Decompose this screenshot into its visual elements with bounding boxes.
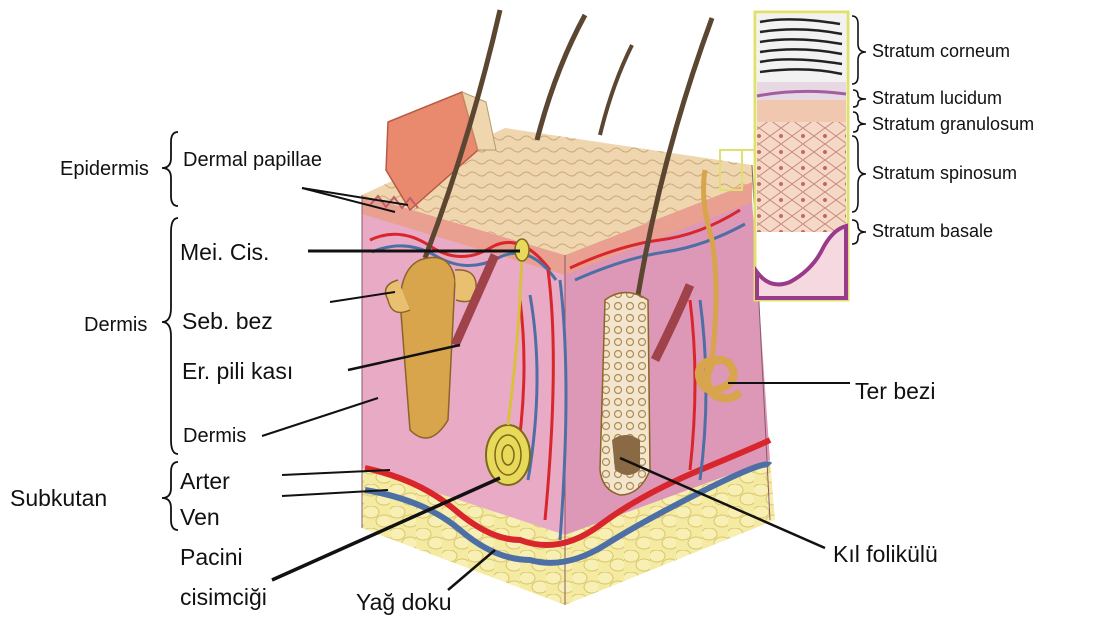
brace-dermis — [162, 218, 178, 454]
brace-spinosum — [852, 136, 866, 212]
label-ter-bezi: Ter bezi — [855, 380, 936, 403]
brace-granulosum — [853, 112, 866, 132]
label-dermal-papillae: Dermal papillae — [183, 150, 322, 170]
hair-shaft-3 — [600, 45, 632, 135]
brace-corneum — [852, 16, 866, 84]
label-stratum-granulosum: Stratum granulosum — [872, 115, 1034, 133]
label-ven: Ven — [180, 506, 220, 529]
brace-basale — [852, 220, 866, 244]
inset-braces — [852, 16, 866, 244]
label-stratum-basale: Stratum basale — [872, 222, 993, 240]
label-dermis-layer: Dermis — [183, 426, 246, 446]
label-arter: Arter — [180, 470, 230, 493]
label-stratum-corneum: Stratum corneum — [872, 42, 1010, 60]
label-mei-cis: Mei. Cis. — [180, 241, 269, 264]
label-er-pili: Er. pili kası — [182, 360, 293, 383]
leader-dermis — [262, 398, 378, 436]
group-braces — [162, 132, 178, 530]
inset-spinosum — [757, 122, 846, 232]
label-subkutan: Subkutan — [10, 487, 107, 510]
brace-epidermis — [162, 132, 178, 206]
right-hair-bulb — [612, 435, 640, 475]
inset-granulosum — [757, 100, 846, 122]
label-pacini-1: Pacini — [180, 546, 243, 569]
hair-shaft-2 — [537, 15, 585, 140]
label-seb-bez: Seb. bez — [182, 310, 273, 333]
label-pacini-2: cisimciği — [180, 586, 267, 609]
label-stratum-spinosum: Stratum spinosum — [872, 164, 1017, 182]
label-dermis-group: Dermis — [84, 315, 147, 335]
brace-lucidum — [853, 90, 866, 107]
brace-subkutan — [162, 462, 178, 530]
label-yag-doku: Yağ doku — [356, 591, 451, 614]
label-epidermis: Epidermis — [60, 159, 149, 179]
label-kil-folikulu: Kıl folikülü — [833, 543, 938, 566]
label-stratum-lucidum: Stratum lucidum — [872, 89, 1002, 107]
